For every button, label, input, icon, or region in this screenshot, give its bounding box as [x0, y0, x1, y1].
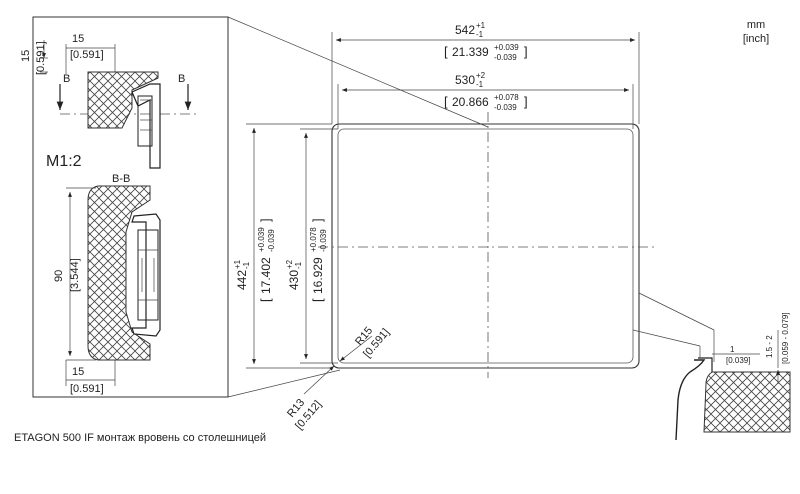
dim-outer-height-inch: 17.402 — [259, 257, 273, 294]
detail-frame — [32, 16, 229, 398]
dim-gap-value: 1 — [730, 345, 735, 354]
dim-outer-radius: R13 [0.512] — [285, 397, 324, 432]
sink-profile-top — [131, 83, 161, 169]
dim-bottom-horizontal-value: 15 — [72, 366, 84, 378]
dim-gap-inch: [0.039] — [726, 356, 750, 365]
sink-inner-outline — [337, 128, 634, 364]
dim-inner-width: 530 +2 -1 [ 20.866 +0.078 -0.039 ] — [444, 71, 528, 112]
svg-text:]: ] — [310, 218, 325, 222]
sink-outer-outline — [331, 123, 640, 369]
svg-text:+1: +1 — [476, 21, 486, 30]
scale-label: M1:2 — [46, 153, 82, 170]
svg-text:[: [ — [310, 298, 325, 302]
dim-top-vertical-inch: [0.591] — [35, 41, 47, 75]
svg-text:+2: +2 — [476, 71, 486, 80]
dim-outer-width-value: 542 — [455, 23, 475, 37]
svg-text:-1: -1 — [476, 30, 484, 39]
dim-top-horizontal-value: 15 — [72, 33, 84, 45]
dim-outer-height-value: 442 — [235, 270, 249, 290]
svg-text:-1: -1 — [294, 261, 303, 269]
section-marker-right: B — [178, 73, 185, 85]
units-primary: mm — [747, 19, 765, 31]
detail-panel: 15 [0.591] 15 [0.591] B B M1:2 B-B — [20, 16, 489, 398]
edge-detail: 1 [0.039] 1.5 - 2 [0.059 - 0.079] — [632, 292, 791, 441]
units-label: mm [inch] — [743, 19, 769, 45]
dim-inner-width-inch: 20.866 — [452, 95, 489, 109]
svg-text:+0.039: +0.039 — [494, 43, 519, 52]
sink-edge-profile — [675, 359, 706, 441]
drawing-caption: ETAGON 500 IF монтаж вровень со столешни… — [14, 432, 267, 444]
svg-text:]: ] — [524, 94, 528, 109]
dim-outer-height: 442 +1 -1 [ 17.402 +0.039 -0.039 ] — [233, 218, 276, 302]
svg-text:-1: -1 — [242, 261, 251, 269]
svg-text:-0.039: -0.039 — [267, 229, 276, 252]
main-top-view: 542 +1 -1 [ 21.339 +0.039 -0.039 ] 530 +… — [233, 21, 654, 432]
svg-text:+0.078: +0.078 — [309, 227, 318, 252]
dim-height-value: 90 — [53, 270, 65, 282]
dim-inner-height-inch: 16.929 — [311, 257, 325, 294]
dim-depth-value: 1.5 - 2 — [765, 335, 774, 358]
svg-text:[: [ — [444, 44, 448, 59]
dim-inner-height-value: 430 — [287, 270, 301, 290]
dim-depth-inch: [0.059 - 0.079] — [781, 312, 790, 364]
dim-inner-width-value: 530 — [455, 73, 475, 87]
units-secondary: [inch] — [743, 33, 769, 45]
dim-inner-height: 430 +2 -1 [ 16.929 +0.078 -0.039 ] — [285, 218, 328, 302]
leader-line-bottom — [227, 369, 341, 398]
dim-top-horizontal-inch: [0.591] — [70, 49, 104, 61]
leader-edge-bottom — [632, 329, 701, 347]
leader-edge-top — [638, 292, 715, 331]
svg-text:-0.039: -0.039 — [319, 229, 328, 252]
dim-inner-radius: R15 [0.591] — [353, 325, 392, 360]
dim-outer-width-inch: 21.339 — [452, 45, 489, 59]
section-marker-left: B — [63, 73, 70, 85]
svg-text:-0.039: -0.039 — [494, 53, 517, 62]
worktop-section-edge — [703, 371, 791, 433]
svg-text:[: [ — [444, 94, 448, 109]
svg-text:+0.078: +0.078 — [494, 93, 519, 102]
worktop-section-bb — [87, 185, 151, 361]
svg-text:+2: +2 — [285, 259, 294, 269]
svg-text:[: [ — [258, 298, 273, 302]
svg-text:+0.039: +0.039 — [257, 227, 266, 252]
svg-text:-1: -1 — [476, 80, 484, 89]
svg-text:]: ] — [524, 44, 528, 59]
svg-text:+1: +1 — [233, 259, 242, 269]
dim-outer-width: 542 +1 -1 [ 21.339 +0.039 -0.039 ] — [444, 21, 528, 62]
svg-text:]: ] — [258, 218, 273, 222]
section-title: B-B — [112, 173, 130, 185]
dim-height-inch: [3.544] — [69, 258, 81, 292]
dim-top-vertical-value: 15 — [20, 50, 32, 62]
worktop-section-top — [87, 71, 159, 129]
sink-profile-bb — [131, 213, 161, 337]
leader-line-top — [227, 16, 489, 128]
dim-bottom-horizontal-inch: [0.591] — [70, 383, 104, 395]
svg-text:-0.039: -0.039 — [494, 103, 517, 112]
